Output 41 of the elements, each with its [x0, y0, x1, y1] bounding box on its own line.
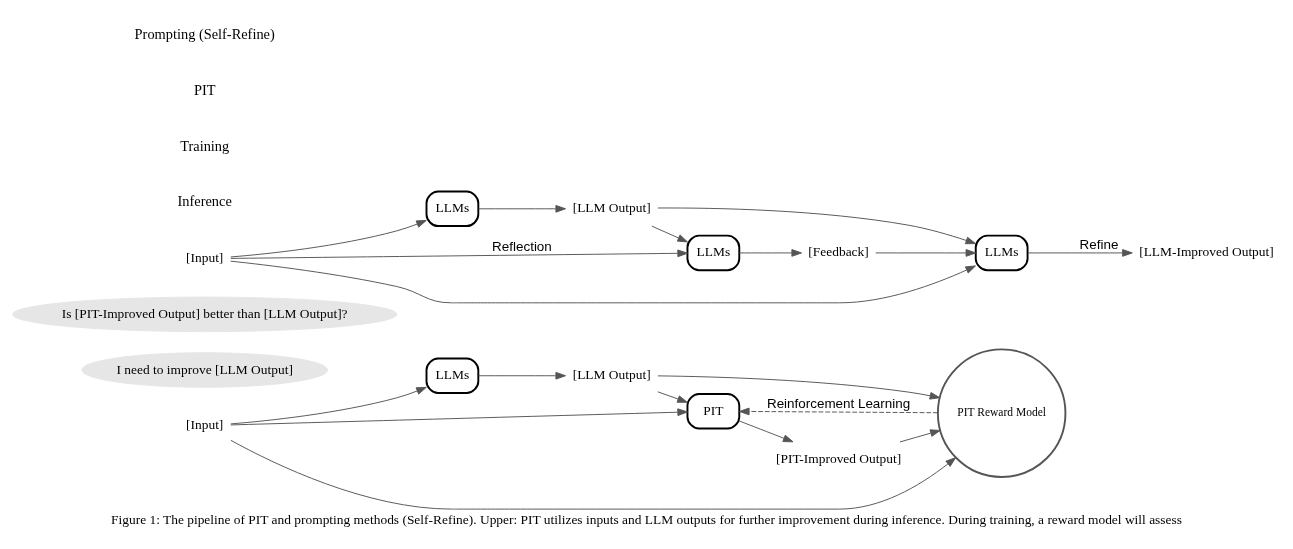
node-box: PIT	[686, 392, 741, 429]
node-text: [Feedback]	[808, 243, 869, 259]
node-ellipse: I need to improve [LLM Output]	[81, 351, 329, 388]
arrow	[230, 407, 688, 425]
arrow	[230, 386, 427, 424]
node-text: [Input]	[186, 416, 224, 432]
caption: Figure 1: The pipeline of PIT and prompting methods (Self-Refine). Upper: PIT utilizes inputs and LLM outputs for further improvement during inference. During training, a reward model will assess	[111, 511, 1182, 527]
arrow	[230, 439, 956, 510]
label: PIT	[193, 81, 216, 98]
arrow	[230, 260, 976, 303]
node-box: LLMs	[425, 190, 480, 227]
node-text: [LLM Output]	[572, 199, 651, 215]
label: Inference	[177, 192, 232, 209]
label: Training	[180, 137, 230, 154]
arrow	[738, 248, 802, 257]
node-text: [PIT-Improved Output]	[776, 450, 902, 466]
arrow	[738, 419, 794, 442]
arrow	[651, 225, 688, 242]
arrow	[478, 204, 566, 213]
label: Prompting (Self-Refine)	[134, 25, 275, 42]
node-text: [LLM-Improved Output]	[1139, 243, 1274, 259]
edge-label: Reflection	[492, 238, 552, 254]
node-circle: PIT Reward Model	[936, 347, 1067, 478]
node-box: LLMs	[686, 234, 741, 271]
node-box: LLMs	[425, 357, 480, 394]
arrow	[899, 428, 941, 442]
arrow	[657, 207, 977, 244]
arrow	[1027, 248, 1133, 257]
arrow	[230, 219, 427, 257]
arrow	[875, 248, 977, 257]
arrow	[739, 407, 939, 415]
node-ellipse: Is [PIT-Improved Output] better than [LLM Output]?	[12, 296, 398, 332]
arrow	[657, 390, 688, 403]
edge-label: Reinforcement Learning	[766, 395, 911, 411]
node-text: [LLM Output]	[572, 366, 651, 382]
arrow	[657, 374, 941, 400]
node-text: [Input]	[186, 249, 224, 265]
edge-label: Refine	[1079, 236, 1119, 252]
node-box: LLMs	[974, 234, 1029, 271]
arrow	[478, 371, 566, 380]
arrow	[230, 249, 688, 259]
